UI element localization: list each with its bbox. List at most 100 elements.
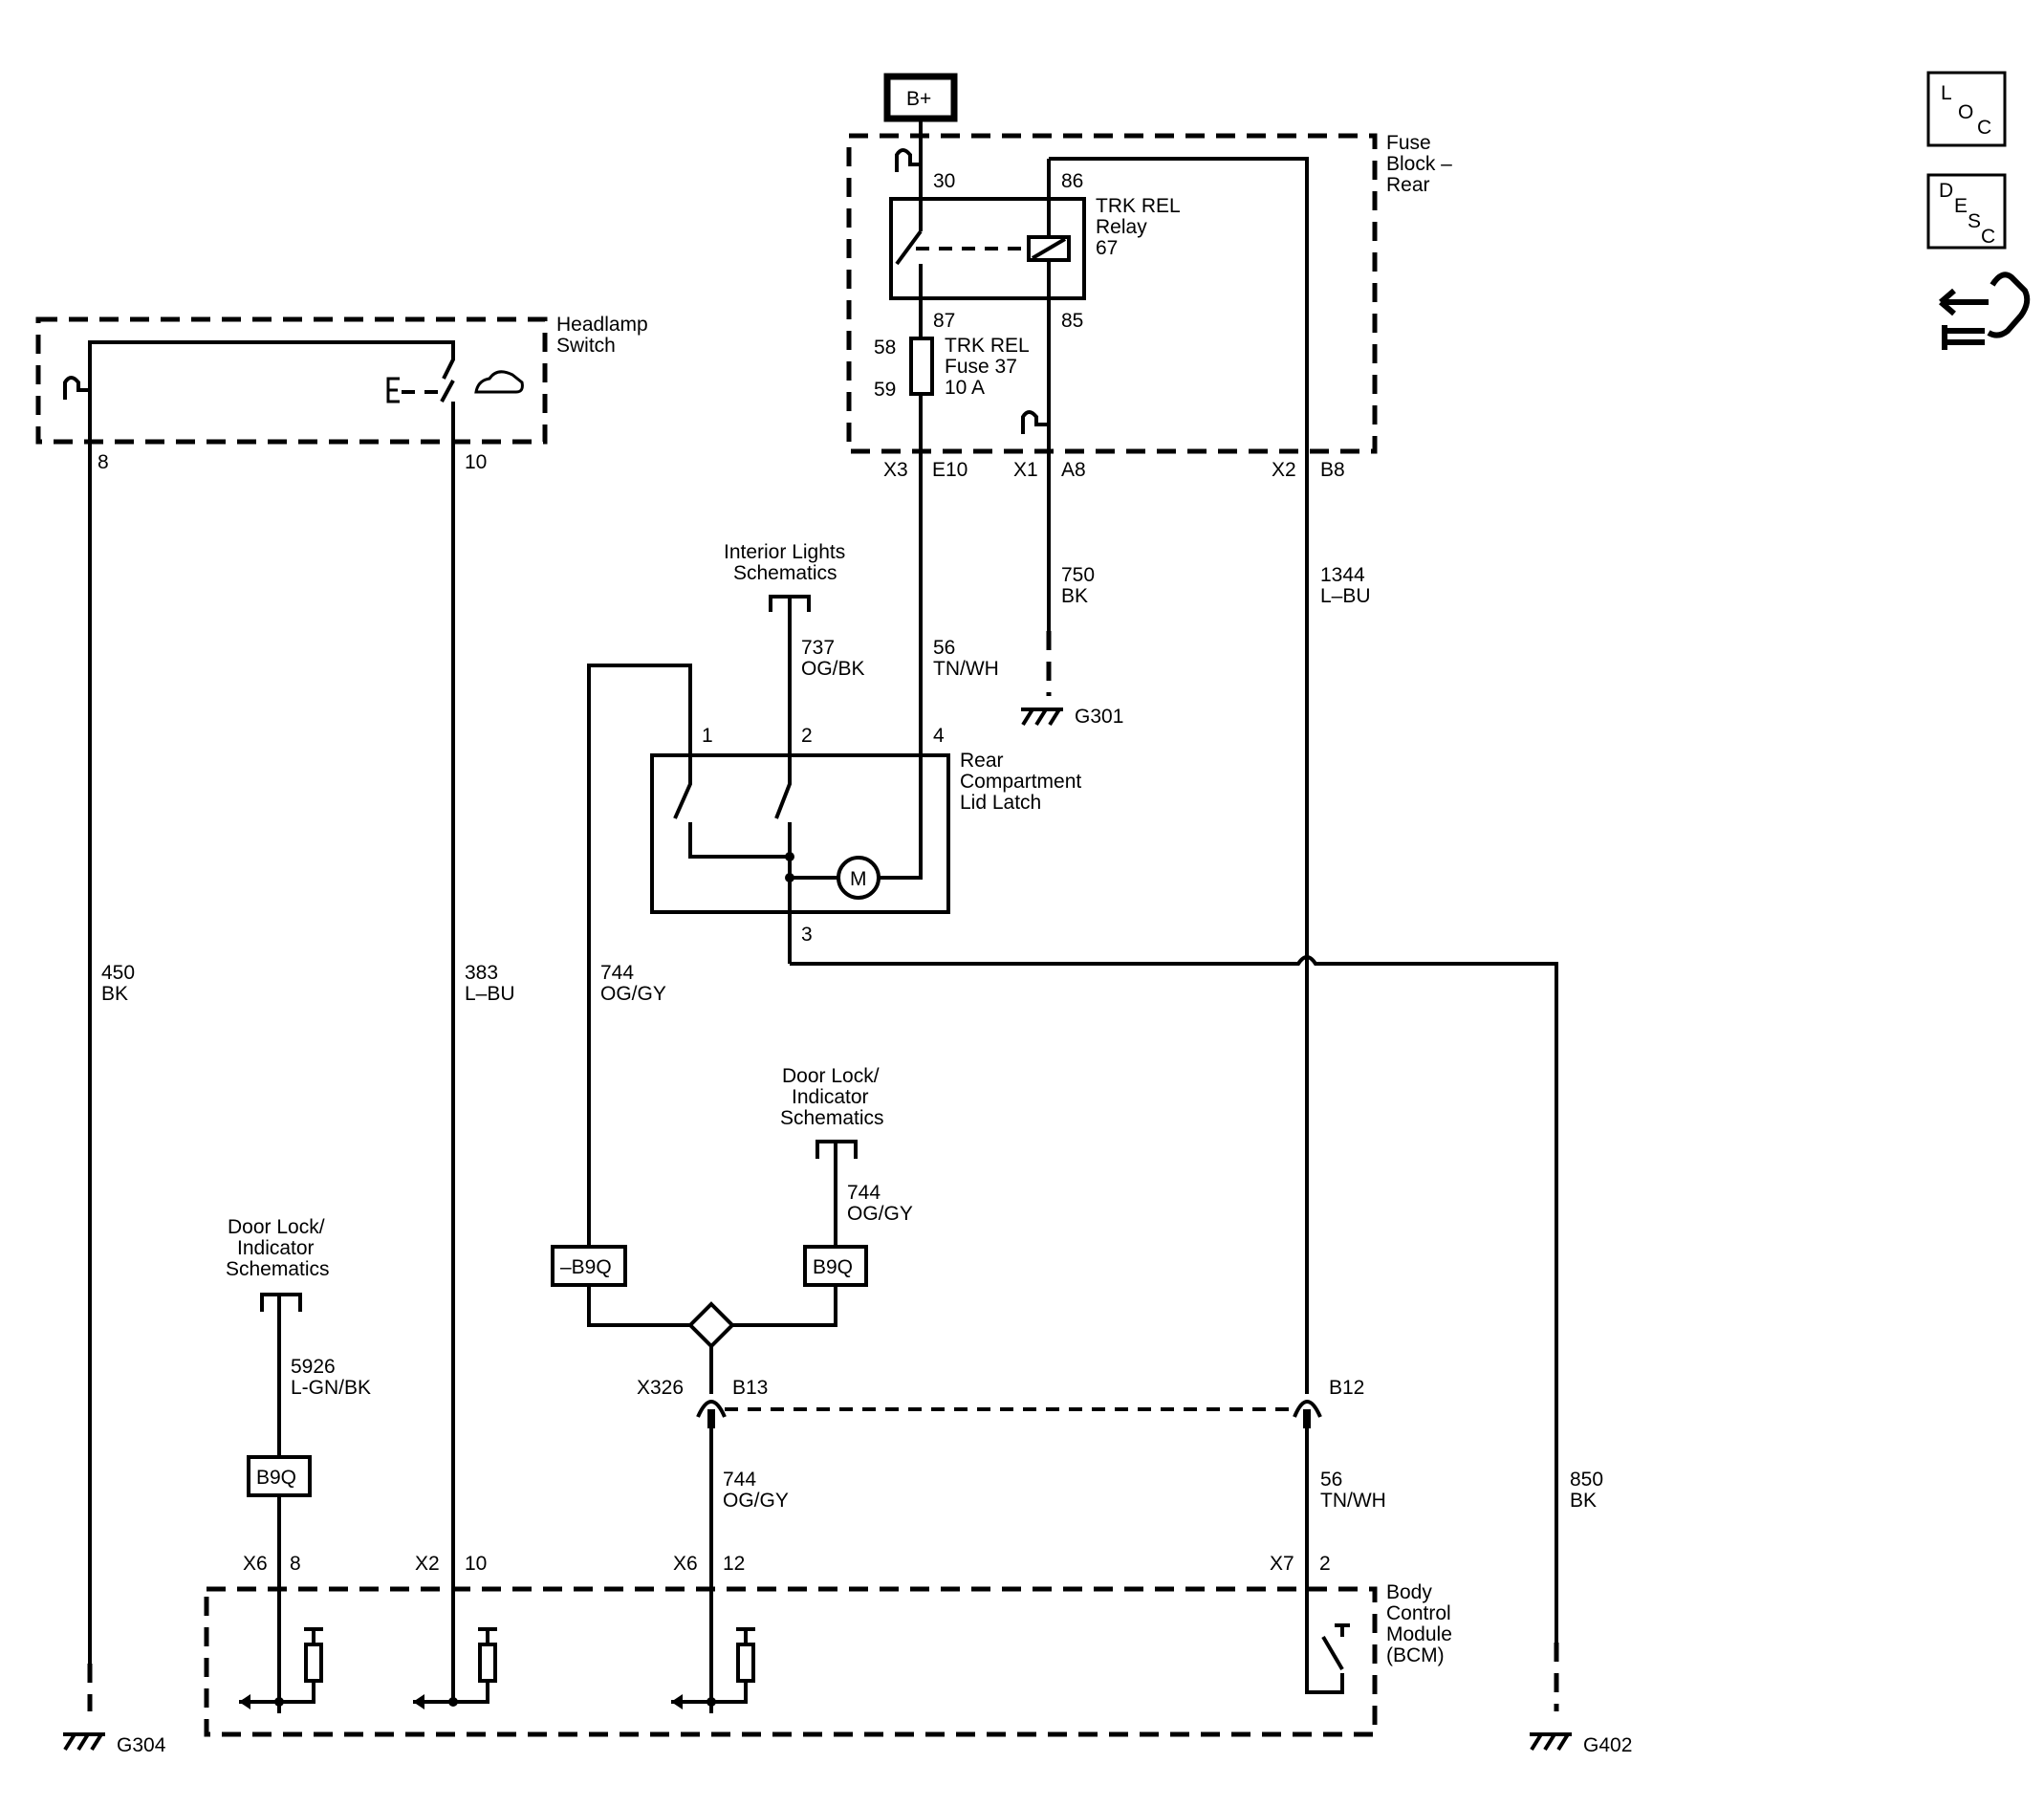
svg-text:1: 1 — [702, 725, 713, 747]
svg-text:3: 3 — [801, 924, 813, 946]
svg-text:750: 750 — [1061, 564, 1095, 586]
wire-label-744a: 744 OG/GY — [600, 962, 666, 1005]
svg-text:B9Q: B9Q — [256, 1467, 296, 1489]
svg-text:Door Lock/: Door Lock/ — [782, 1065, 880, 1087]
battery-positive-label: B+ — [906, 88, 931, 110]
svg-text:B8: B8 — [1320, 459, 1345, 481]
svg-text:A8: A8 — [1061, 459, 1086, 481]
door-lock-indicator-reference-top: Door Lock/ Indicator Schematics — [780, 1065, 884, 1254]
wire-label-5926: 5926 L-GN/BK — [291, 1356, 371, 1399]
wire-label-744b: 744 OG/GY — [847, 1182, 913, 1225]
fuse-symbol — [909, 337, 934, 396]
svg-text:TRK REL: TRK REL — [945, 335, 1030, 357]
svg-text:8: 8 — [290, 1553, 301, 1575]
svg-text:TN/WH: TN/WH — [1320, 1490, 1386, 1512]
svg-text:85: 85 — [1061, 310, 1083, 332]
svg-text:Indicator: Indicator — [237, 1237, 315, 1259]
ground-icon — [1530, 1732, 1572, 1752]
svg-text:–B9Q: –B9Q — [560, 1256, 612, 1278]
svg-text:8: 8 — [98, 451, 109, 473]
ground-icon — [63, 1732, 105, 1752]
ground-icon — [1021, 708, 1063, 727]
wire-label-450: 450 BK — [101, 962, 135, 1005]
svg-text:12: 12 — [723, 1553, 745, 1575]
vehicle-icon — [474, 370, 524, 394]
trk-rel-fuse: 58 59 TRK REL Fuse 37 10 A — [874, 298, 1030, 451]
svg-text:C: C — [1981, 226, 1995, 248]
svg-text:G304: G304 — [117, 1734, 166, 1756]
svg-text:Lid Latch: Lid Latch — [960, 792, 1041, 814]
svg-text:X2: X2 — [1272, 459, 1296, 481]
svg-text:67: 67 — [1096, 237, 1118, 259]
svg-text:Body: Body — [1386, 1581, 1432, 1603]
svg-text:10 A: 10 A — [945, 377, 985, 399]
connector-end-view-icon[interactable] — [1939, 272, 2031, 350]
svg-text:OG/GY: OG/GY — [600, 983, 666, 1005]
svg-text:G301: G301 — [1075, 706, 1123, 728]
svg-text:58: 58 — [874, 337, 896, 359]
svg-text:X2: X2 — [415, 1553, 440, 1575]
relay-contact-switch — [895, 229, 923, 266]
option-b9q-right: B9Q — [803, 1245, 868, 1287]
svg-text:Indicator: Indicator — [792, 1086, 869, 1108]
svg-text:Block –: Block – — [1386, 153, 1452, 175]
bcm-input-circuit — [671, 1627, 755, 1709]
bcm-output-switch — [1305, 1623, 1350, 1694]
svg-text:B12: B12 — [1329, 1377, 1364, 1399]
svg-text:B13: B13 — [732, 1377, 768, 1399]
svg-text:450: 450 — [101, 962, 135, 984]
motor-icon — [837, 856, 881, 900]
svg-text:30: 30 — [933, 170, 955, 192]
svg-text:56: 56 — [933, 637, 955, 659]
svg-text:5926: 5926 — [291, 1356, 336, 1378]
svg-text:B9Q: B9Q — [813, 1256, 853, 1278]
svg-text:L-GN/BK: L-GN/BK — [291, 1377, 371, 1399]
svg-text:X326: X326 — [637, 1377, 684, 1399]
svg-text:BK: BK — [1570, 1490, 1597, 1512]
terminal-30-symbol — [895, 148, 921, 172]
bcm-input-circuit — [413, 1627, 497, 1709]
svg-text:Schematics: Schematics — [733, 562, 837, 584]
wire-label-56b: 56 TN/WH — [1320, 1469, 1386, 1512]
description-button[interactable]: D E S C — [1926, 173, 2007, 250]
fuse-block-rear: Fuse Block – Rear 30 86 TRK REL Relay 67… — [846, 132, 1452, 481]
svg-text:87: 87 — [933, 310, 955, 332]
svg-text:4: 4 — [933, 725, 945, 747]
svg-text:Fuse: Fuse — [1386, 132, 1431, 154]
svg-text:L: L — [1941, 82, 1952, 104]
svg-text:2: 2 — [1319, 1553, 1331, 1575]
interior-lights-reference: Interior Lights Schematics — [724, 541, 845, 755]
svg-text:TN/WH: TN/WH — [933, 658, 999, 680]
svg-text:1344: 1344 — [1320, 564, 1365, 586]
svg-text:OG/GY: OG/GY — [847, 1203, 913, 1225]
svg-text:L–BU: L–BU — [1320, 585, 1371, 607]
svg-text:Fuse 37: Fuse 37 — [945, 356, 1017, 378]
svg-text:M: M — [850, 868, 867, 890]
svg-text:Door Lock/: Door Lock/ — [228, 1216, 325, 1238]
switch-contact — [440, 380, 455, 403]
svg-text:X1: X1 — [1013, 459, 1038, 481]
svg-text:G402: G402 — [1583, 1734, 1632, 1756]
body-control-module: Body Control Module (BCM) X6 8 X2 10 X6 … — [204, 1553, 1452, 1737]
wire-label-56a: 56 TN/WH — [933, 637, 999, 680]
svg-text:Interior Lights: Interior Lights — [724, 541, 845, 563]
svg-text:56: 56 — [1320, 1469, 1342, 1491]
ground-g301: G301 — [1021, 706, 1123, 728]
svg-text:L–BU: L–BU — [465, 983, 515, 1005]
svg-text:OG/GY: OG/GY — [723, 1490, 789, 1512]
ground-g402: G402 — [1530, 1732, 1632, 1756]
electronic-symbol-icon — [386, 377, 400, 403]
location-button[interactable]: L O C — [1926, 71, 2007, 147]
svg-text:383: 383 — [465, 962, 498, 984]
svg-text:O: O — [1958, 101, 1973, 123]
headlamp-switch: Headlamp Switch 8 10 — [35, 314, 648, 1702]
svg-text:Schematics: Schematics — [780, 1107, 884, 1129]
svg-text:TRK REL: TRK REL — [1096, 195, 1181, 217]
svg-text:S: S — [1968, 210, 1981, 232]
svg-text:X7: X7 — [1270, 1553, 1294, 1575]
svg-text:E: E — [1954, 195, 1968, 217]
rear-compartment-lid-latch: Rear Compartment Lid Latch 1 2 4 3 M — [587, 451, 1081, 1254]
svg-text:Relay: Relay — [1096, 216, 1147, 238]
svg-text:Module: Module — [1386, 1623, 1452, 1645]
svg-text:X6: X6 — [243, 1553, 268, 1575]
